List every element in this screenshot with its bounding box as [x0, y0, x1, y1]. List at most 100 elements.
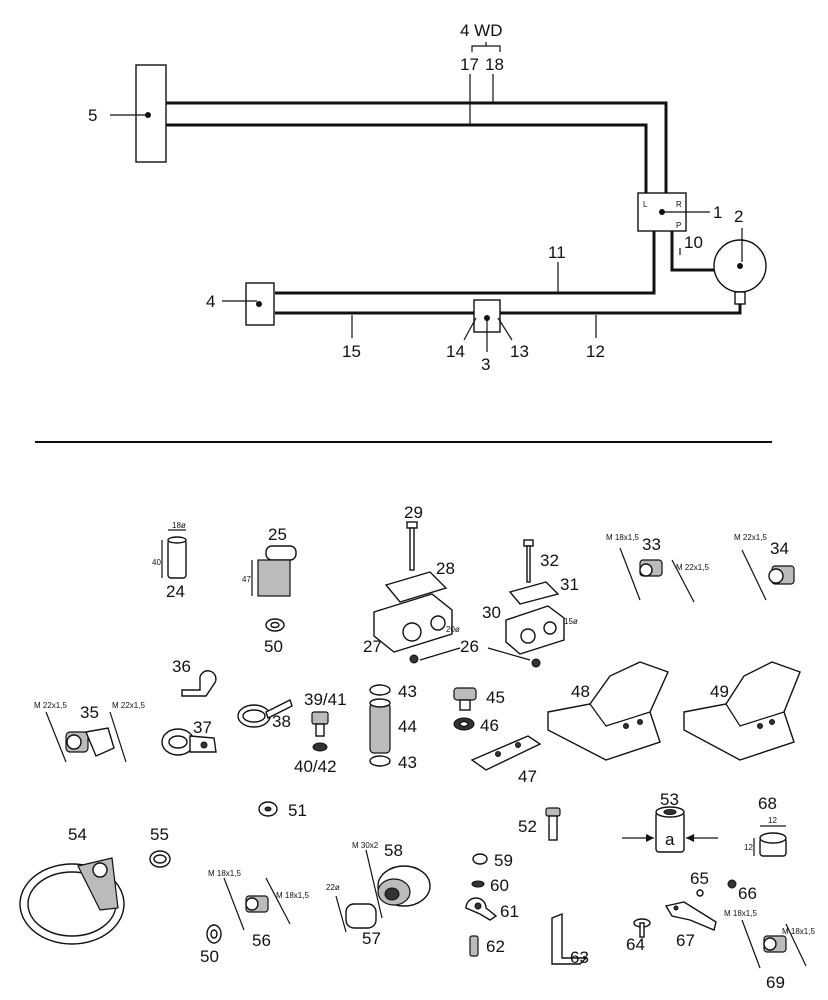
part-37: 37: [161, 718, 217, 756]
part-28: 28: [384, 559, 455, 603]
part-40-42: 40/42: [294, 742, 337, 776]
dim-34: M 22x1,5: [734, 533, 767, 542]
pipe-10: [670, 231, 716, 272]
label-55: 55: [150, 825, 169, 844]
label-2: 2: [734, 207, 743, 226]
label-49: 49: [710, 682, 729, 701]
part-31: 31: [508, 575, 579, 605]
label-30: 30: [482, 603, 501, 622]
pipe-12: [500, 304, 742, 315]
label-15: 15: [342, 342, 361, 361]
label-3: 3: [481, 355, 490, 374]
label-39-41: 39/41: [304, 690, 347, 709]
part-25: 47 25: [242, 525, 297, 597]
part-62: 62: [469, 935, 505, 957]
schematic: 4 WD 17 18 5 R L P 1 10 2 11: [88, 21, 767, 374]
part-64: 64: [626, 918, 651, 954]
valve-label-p: P: [676, 221, 681, 230]
label-57: 57: [362, 929, 381, 948]
label-10: 10: [684, 233, 703, 252]
dim-56a: M 18x1,5: [208, 869, 241, 878]
label-63: 63: [570, 948, 589, 967]
dim-69b: M 18x1,5: [782, 927, 815, 936]
valve-label-r: R: [676, 200, 682, 209]
part-54: 54: [19, 825, 125, 945]
component-3-dot: [484, 315, 490, 321]
label-62: 62: [486, 937, 505, 956]
label-43-bottom: 43: [398, 753, 417, 772]
label-69: 69: [766, 973, 785, 992]
part-45: 45: [453, 687, 505, 711]
label-60: 60: [490, 876, 509, 895]
label-4wd: 4 WD: [460, 21, 503, 40]
dim-35a: M 22x1,5: [34, 701, 67, 710]
label-33: 33: [642, 535, 661, 554]
part-50-bottom: 50: [200, 924, 222, 966]
label-54: 54: [68, 825, 87, 844]
dim-53: a: [665, 830, 675, 849]
dim-33b: M 22x1,5: [676, 563, 709, 572]
pipe-17: [166, 123, 648, 196]
part-59: 59: [472, 851, 513, 870]
part-29: 29: [404, 503, 423, 571]
dim-69a: M 18x1,5: [724, 909, 757, 918]
dim-30: 15ø: [564, 617, 578, 626]
label-50-top: 50: [264, 637, 283, 656]
label-38: 38: [272, 712, 291, 731]
dim-68-height: 12: [744, 843, 753, 852]
part-49: 49: [683, 661, 801, 761]
part-44: 44: [369, 698, 417, 754]
dim-24-height: 40: [152, 558, 161, 567]
dim-33a: M 18x1,5: [606, 533, 639, 542]
label-32: 32: [540, 551, 559, 570]
dim-35b: M 22x1,5: [112, 701, 145, 710]
label-61: 61: [500, 902, 519, 921]
component-5: [135, 64, 167, 163]
label-53: 53: [660, 790, 679, 809]
part-58: M 30x2 58: [352, 841, 431, 919]
valve-label-l: L: [643, 200, 648, 209]
label-56: 56: [252, 931, 271, 950]
label-68: 68: [758, 794, 777, 813]
label-18: 18: [485, 55, 504, 74]
part-43-top: 43: [369, 682, 417, 701]
label-27: 27: [363, 637, 382, 656]
label-28: 28: [436, 559, 455, 578]
label-4: 4: [206, 292, 215, 311]
part-53: a 53: [622, 790, 718, 853]
part-56: M 18x1,5 M 18x1,5 56: [208, 869, 309, 950]
label-58: 58: [384, 841, 403, 860]
part-30: 15ø 30: [482, 603, 578, 655]
pipe-18: [166, 101, 668, 196]
pipe-11: [275, 231, 656, 295]
dim-25: 47: [242, 575, 251, 584]
part-38: 38: [237, 699, 293, 731]
part-50-top: 50: [264, 618, 285, 656]
part-36: 36: [172, 657, 217, 697]
part-61: 61: [465, 897, 519, 921]
dim-24-width: 18ø: [172, 521, 186, 530]
part-33: M 18x1,5 M 22x1,5 33: [606, 533, 709, 603]
part-51: 51: [258, 801, 307, 820]
label-31: 31: [560, 575, 579, 594]
dim-27: 20ø: [446, 625, 460, 634]
valve-1-dot: [659, 209, 665, 215]
dim-58: M 30x2: [352, 841, 379, 850]
leader-14: [463, 317, 477, 341]
part-63: 63: [551, 912, 589, 967]
label-40-42: 40/42: [294, 757, 337, 776]
label-34: 34: [770, 539, 789, 558]
part-43-bottom: 43: [369, 753, 417, 772]
label-59: 59: [494, 851, 513, 870]
label-5: 5: [88, 106, 97, 125]
part-34: M 22x1,5 34: [734, 533, 795, 601]
dim-68-width: 12: [768, 816, 777, 825]
label-14: 14: [446, 342, 465, 361]
part-52: 52: [518, 807, 561, 841]
part-27: 20ø 27: [363, 593, 460, 656]
bracket-4wd: [471, 42, 501, 52]
label-64: 64: [626, 935, 645, 954]
label-43-top: 43: [398, 682, 417, 701]
parts: 18ø 40 24 47 25 50 29 28: [19, 503, 815, 992]
